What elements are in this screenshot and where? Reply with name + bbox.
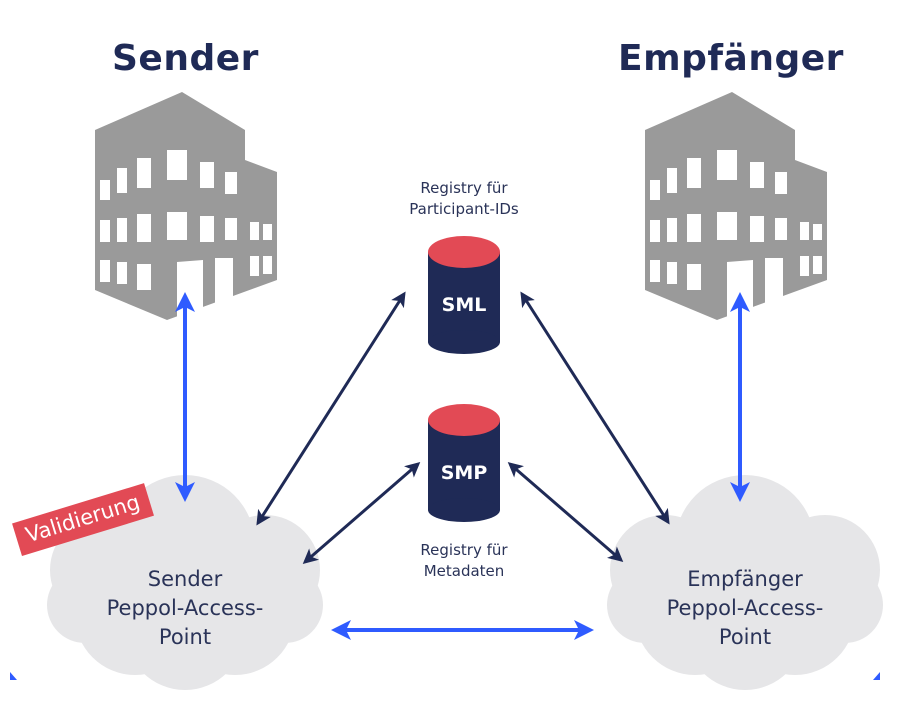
- sender-ap-line2: Peppol-Access-: [106, 596, 264, 620]
- receiver-building-icon: [645, 92, 827, 320]
- receiver-ap-line1: Empfänger: [687, 567, 803, 591]
- arrow-receiver-ap-to-smp: [507, 462, 624, 562]
- sml-caption-line2: Participant-IDs: [409, 200, 519, 218]
- sml-caption-line1: Registry für: [420, 179, 508, 197]
- sender-building-icon: [95, 92, 277, 320]
- arrow-receiver-ap-to-sml: [520, 291, 670, 525]
- corner-mark: [873, 672, 880, 680]
- arrow-sender-ap-to-sml: [256, 291, 406, 526]
- receiver-ap-line3: Point: [718, 625, 772, 649]
- sml-database-icon: [428, 236, 500, 354]
- sender-ap-line1: Sender: [147, 567, 223, 591]
- sender-access-point-label: Sender Peppol-Access- Point: [85, 565, 285, 652]
- sender-ap-line3: Point: [158, 625, 212, 649]
- sender-heading: Sender: [112, 38, 259, 79]
- arrow-sender-ap-to-smp: [302, 462, 421, 564]
- receiver-ap-line2: Peppol-Access-: [666, 596, 824, 620]
- receiver-access-point-label: Empfänger Peppol-Access- Point: [645, 565, 845, 652]
- smp-caption: Registry für Metadaten: [384, 540, 544, 582]
- smp-database-icon: [428, 404, 500, 522]
- corner-mark: [10, 672, 17, 680]
- sml-label: SML: [441, 294, 487, 316]
- receiver-heading: Empfänger: [618, 38, 844, 79]
- smp-label: SMP: [440, 462, 488, 484]
- smp-caption-line2: Metadaten: [423, 562, 505, 580]
- sml-caption: Registry für Participant-IDs: [384, 178, 544, 220]
- smp-caption-line1: Registry für: [420, 541, 508, 559]
